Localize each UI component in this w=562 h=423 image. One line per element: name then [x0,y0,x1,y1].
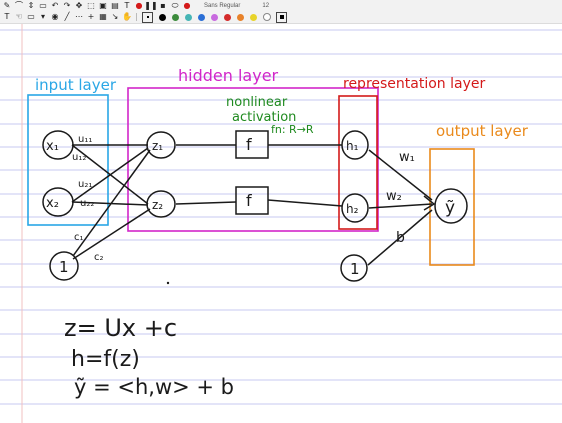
node-x1 [42,130,74,160]
z1-text: z₁ [152,139,163,153]
stray-ink-dot [166,281,170,285]
paint-icon[interactable]: ● [183,0,191,10]
lasso-icon[interactable]: ⌒ [15,0,23,10]
u11-label: u₁₁ [78,134,92,145]
input-layer-box [27,94,109,226]
node-y [434,188,468,224]
equation-h: h=f(z) [71,347,140,372]
f2-text: f [246,191,252,210]
hidden-layer-box [127,87,379,232]
node-x2 [42,187,74,217]
hand-icon[interactable]: ☜ [15,12,23,21]
paper-icon[interactable]: ▤ [111,0,119,10]
color-swatch-red[interactable] [224,13,231,21]
font-selector[interactable]: Sans Regular [204,2,241,9]
toolbar-separator [136,13,137,21]
network-edges [71,144,433,266]
add-space-icon[interactable]: ⇕ [27,0,35,10]
x1-text: x₁ [46,139,59,154]
equation-z: z= Ux +c [64,314,177,342]
redo-icon[interactable]: ↷ [63,0,71,10]
color-swatch-black[interactable] [159,13,166,21]
pen-icon[interactable]: ✎ [3,0,11,10]
fine-pen-size[interactable] [142,11,153,23]
grid-icon[interactable]: ▦ [99,12,107,21]
w1-label: w₁ [399,150,415,165]
mic-icon[interactable]: ▪ [160,0,166,10]
h2-text: h₂ [346,202,359,216]
activation-box-1 [235,130,269,159]
plus-icon[interactable]: + [87,12,95,21]
node-bias-hidden [340,254,368,282]
color-swatch-orange[interactable] [237,13,244,21]
dropdown-icon[interactable]: ▾ [40,12,45,21]
pen-size-box[interactable] [276,11,287,23]
node-h1 [341,130,369,160]
color-swatch-yellow[interactable] [250,13,257,21]
undo-icon[interactable]: ↶ [51,0,59,10]
nonlinear-label: nonlinear [226,95,288,110]
color-swatch-teal[interactable] [185,13,192,21]
equation-y: ỹ = <h,w> + b [74,375,234,399]
arrow-icon[interactable]: ↘ [111,12,119,21]
node-z1 [146,131,176,159]
representation-layer-label: representation layer [343,76,485,92]
h1-text: h₁ [346,139,359,153]
input-layer-label: input layer [35,76,117,94]
hidden-layer-label: hidden layer [178,66,279,85]
pointer-icon[interactable]: ✋ [122,12,132,21]
image-icon[interactable]: ▣ [99,0,107,10]
bias-input-text: 1 [59,258,69,276]
output-arrowhead [423,195,436,211]
activation-box-2 [235,186,269,215]
color-swatch-purple[interactable] [211,13,218,21]
node-bias-input [49,251,79,281]
color-swatch-green[interactable] [172,13,179,21]
pen-toolbar: T ☜ ▭ ▾ ◉ ╱ ⋯ + ▦ ↘ ✋ [0,11,562,24]
u21-label: u₂₁ [78,179,92,190]
color-swatch-blue[interactable] [198,13,205,21]
y-text: ỹ [445,198,455,218]
select-rect-icon[interactable]: ⬚ [87,0,95,10]
line-tool-icon[interactable]: ╱ [64,12,70,21]
u22-label: u₂₂ [80,198,94,209]
ruled-lines [0,29,562,405]
w2-label: w₂ [386,189,402,204]
f1-text: f [246,135,252,154]
shape-recognizer-icon[interactable]: ⋯ [75,12,83,21]
z2-text: z₂ [152,198,163,212]
x2-text: x₂ [46,196,59,211]
text-tool-icon[interactable]: T [124,0,130,10]
ruled-page: input layer hidden layer representation … [0,24,562,423]
fn-definition-label: fn: R→R [271,123,314,136]
representation-layer-box [338,95,378,230]
eraser-icon[interactable]: ▭ [39,0,47,10]
c1-label: c₁ [74,232,84,243]
bias-hidden-text: 1 [350,260,360,278]
open-icon[interactable]: ⬭ [171,0,179,10]
output-layer-label: output layer [436,122,529,140]
select-icon[interactable]: ✥ [75,0,83,10]
record-icon[interactable]: ● [135,0,143,10]
node-z2 [146,190,176,218]
drawing-canvas[interactable]: input layer hidden layer representation … [0,24,562,423]
b-label: b [396,230,405,246]
color-swatch-white[interactable] [263,13,271,21]
u12-label: u₁₂ [72,152,86,163]
font-size-field[interactable]: 12 [262,2,270,9]
activation-label: activation [232,110,296,125]
pause-icon[interactable]: ❚❚ [144,0,158,10]
rectangle-icon[interactable]: ▭ [27,12,35,21]
c2-label: c₂ [94,252,104,263]
text-cursor-icon[interactable]: T [4,12,10,21]
node-h2 [341,193,369,223]
circle-tool-icon[interactable]: ◉ [51,12,59,21]
